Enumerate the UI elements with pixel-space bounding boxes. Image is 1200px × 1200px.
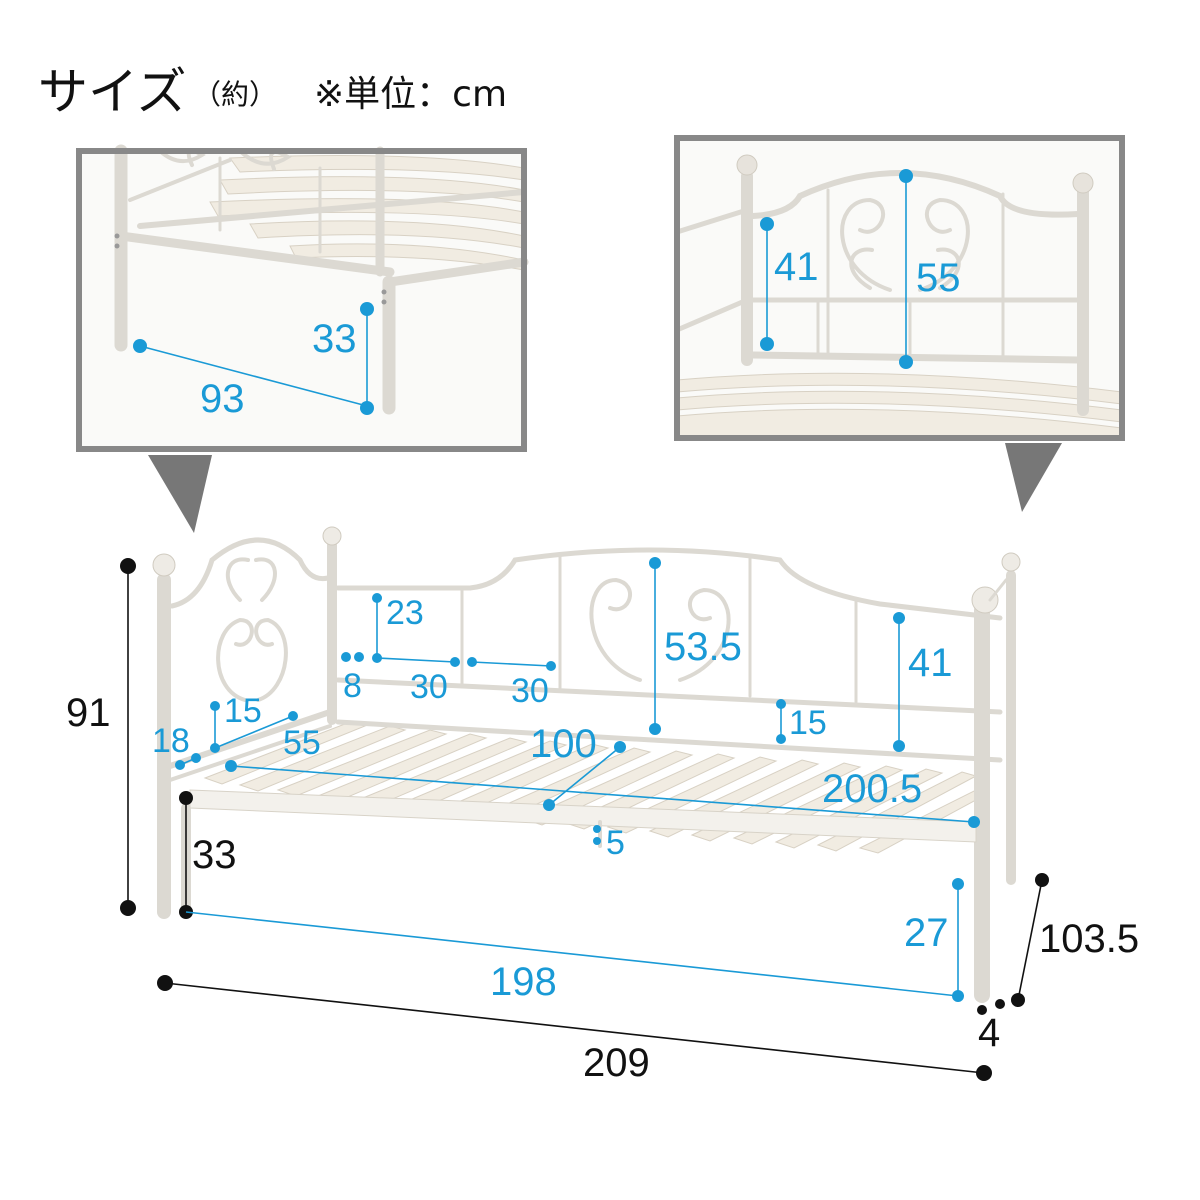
label-leg-offset: 4 bbox=[978, 1011, 1000, 1055]
label-inner-width: 100 bbox=[530, 722, 597, 766]
title-approx: （約） bbox=[193, 78, 277, 111]
bed-illustration bbox=[152, 526, 1021, 1003]
inset-left-pointer bbox=[148, 455, 212, 533]
label-inner-length: 200.5 bbox=[822, 767, 922, 811]
label-floor-clearance: 33 bbox=[192, 833, 237, 877]
inset-left-width-label: 93 bbox=[200, 377, 245, 421]
label-right-panel-height: 41 bbox=[908, 641, 953, 685]
label-back-height: 53.5 bbox=[664, 625, 742, 669]
label-total-length: 209 bbox=[583, 1041, 650, 1085]
label-panel-width-b: 30 bbox=[511, 672, 549, 710]
inset-left-height-label: 33 bbox=[312, 317, 357, 361]
inset-leg-detail: 93 33 bbox=[76, 144, 529, 452]
label-back-rail-gap: 15 bbox=[789, 704, 827, 742]
label-post-gap: 8 bbox=[343, 667, 362, 705]
main-dimension-labels: 91 23 8 30 30 15 18 55 53.5 100 41 15 20… bbox=[66, 594, 1139, 1085]
label-side-rail-top: 15 bbox=[224, 692, 262, 730]
label-under-length: 198 bbox=[490, 960, 557, 1004]
title-unit: ※単位：cm bbox=[314, 74, 507, 115]
label-leg-clearance: 27 bbox=[904, 911, 949, 955]
label-panel-width-a: 30 bbox=[410, 668, 448, 706]
main-dimensions bbox=[120, 557, 1049, 1081]
inset-headboard-detail: 41 55 bbox=[674, 135, 1125, 441]
label-rail-gap: 23 bbox=[386, 594, 424, 632]
label-total-depth: 103.5 bbox=[1039, 917, 1139, 961]
inset-right-headboard-label: 55 bbox=[916, 256, 961, 300]
label-rail-thickness: 5 bbox=[606, 824, 625, 862]
label-end-width: 55 bbox=[283, 724, 321, 762]
label-total-height: 91 bbox=[66, 691, 111, 735]
inset-right-pointer bbox=[1005, 443, 1062, 512]
title-size: サイズ bbox=[38, 63, 187, 121]
label-end-depth: 18 bbox=[152, 722, 190, 760]
inset-right-side-label: 41 bbox=[774, 245, 819, 289]
